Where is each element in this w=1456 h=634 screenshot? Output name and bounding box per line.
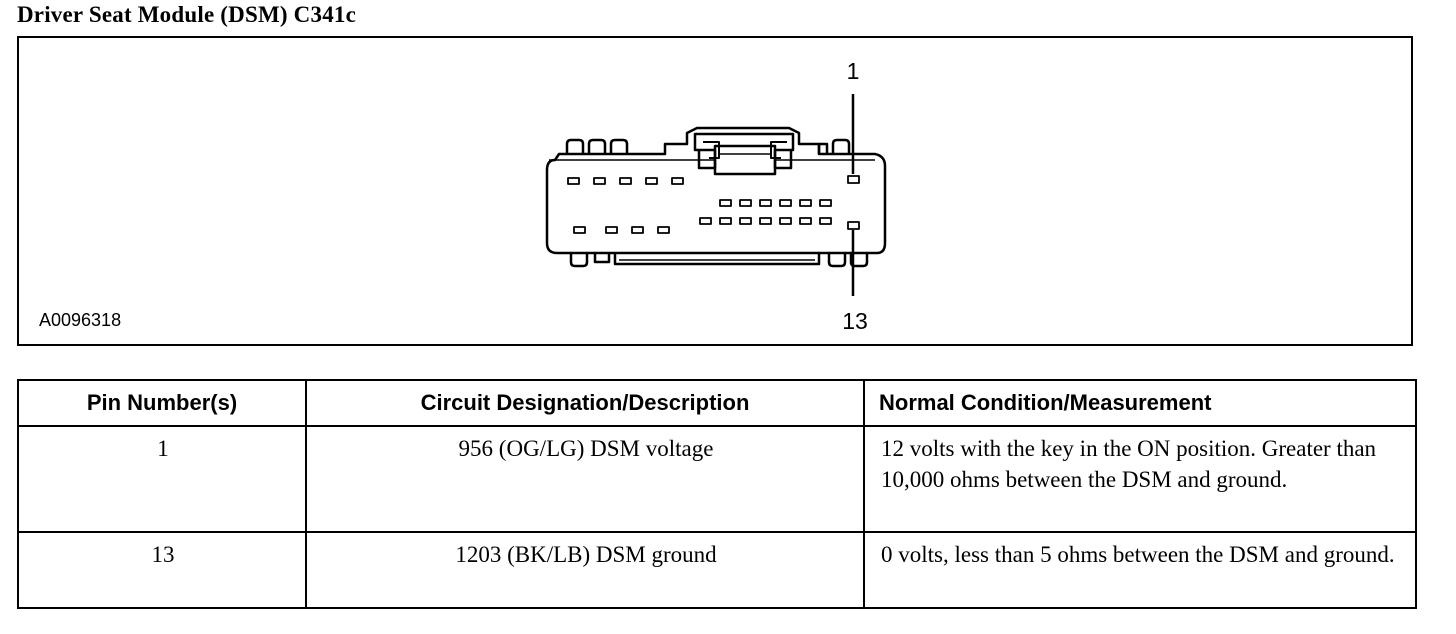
table-row: 13 1203 (BK/LB) DSM ground 0 volts, less…: [17, 531, 1417, 609]
center-latch-clip-left: [703, 141, 720, 159]
cavity: [739, 199, 752, 207]
center-latch-inner: [713, 144, 777, 176]
bottom-latch-right: [827, 253, 847, 268]
table-row: 1 956 (OG/LG) DSM voltage 12 volts with …: [17, 425, 1417, 533]
top-latch-left: [565, 138, 585, 154]
cavity: [779, 217, 792, 225]
cavity: [631, 226, 644, 234]
cavity: [779, 199, 792, 207]
pin-table: Pin Number(s) Circuit Designation/Descri…: [17, 379, 1417, 609]
top-latch-4: [817, 142, 829, 154]
cavity: [567, 177, 580, 185]
cavity: [759, 199, 772, 207]
cell-pin: 1: [17, 425, 307, 533]
header-condition: Normal Condition/Measurement: [863, 379, 1417, 427]
cell-pin: 13: [17, 531, 307, 609]
bottom-latch-left: [569, 253, 589, 268]
pin-cavities: [567, 175, 860, 234]
cavity: [739, 217, 752, 225]
cavity: [645, 177, 658, 185]
bottom-rail: [613, 253, 821, 266]
cavity-pin-13: [847, 221, 860, 230]
bottom-latch-2: [593, 253, 611, 264]
cavity-pin-1: [847, 175, 860, 184]
connector-body-outline: [545, 126, 887, 255]
figure-id: A0096318: [39, 310, 122, 330]
cell-circuit: 1203 (BK/LB) DSM ground: [305, 531, 865, 609]
pin-13-callout: 13: [842, 308, 868, 334]
cavity: [719, 217, 732, 225]
connector-face-drawing: [545, 94, 887, 296]
cavity: [699, 217, 712, 225]
cavity: [799, 199, 812, 207]
table-header-row: Pin Number(s) Circuit Designation/Descri…: [17, 379, 1417, 427]
cavity: [605, 226, 618, 234]
cell-condition: 0 volts, less than 5 ohms between the DS…: [863, 531, 1417, 609]
cavity: [593, 177, 606, 185]
cavity: [573, 226, 586, 234]
connector-diagram: 1 13 A0096318: [17, 36, 1413, 346]
cell-circuit: 956 (OG/LG) DSM voltage: [305, 425, 865, 533]
center-latch-clip-right: [770, 141, 787, 159]
cavity: [619, 177, 632, 185]
page-title: Driver Seat Module (DSM) C341c: [17, 2, 357, 27]
top-latch-2: [587, 138, 607, 154]
cavity: [759, 217, 772, 225]
top-latch-3: [609, 138, 629, 154]
cavity: [671, 177, 684, 185]
top-latch-5: [831, 138, 851, 154]
pin-1-callout: 1: [846, 58, 860, 84]
cavity: [799, 217, 812, 225]
cavity: [719, 199, 732, 207]
header-pin-number: Pin Number(s): [17, 379, 307, 427]
header-circuit: Circuit Designation/Description: [305, 379, 865, 427]
cell-condition: 12 volts with the key in the ON position…: [863, 425, 1417, 533]
bottom-latch-4: [849, 253, 869, 268]
cavity: [657, 226, 670, 234]
cavity: [819, 199, 832, 207]
cavity: [819, 217, 832, 225]
